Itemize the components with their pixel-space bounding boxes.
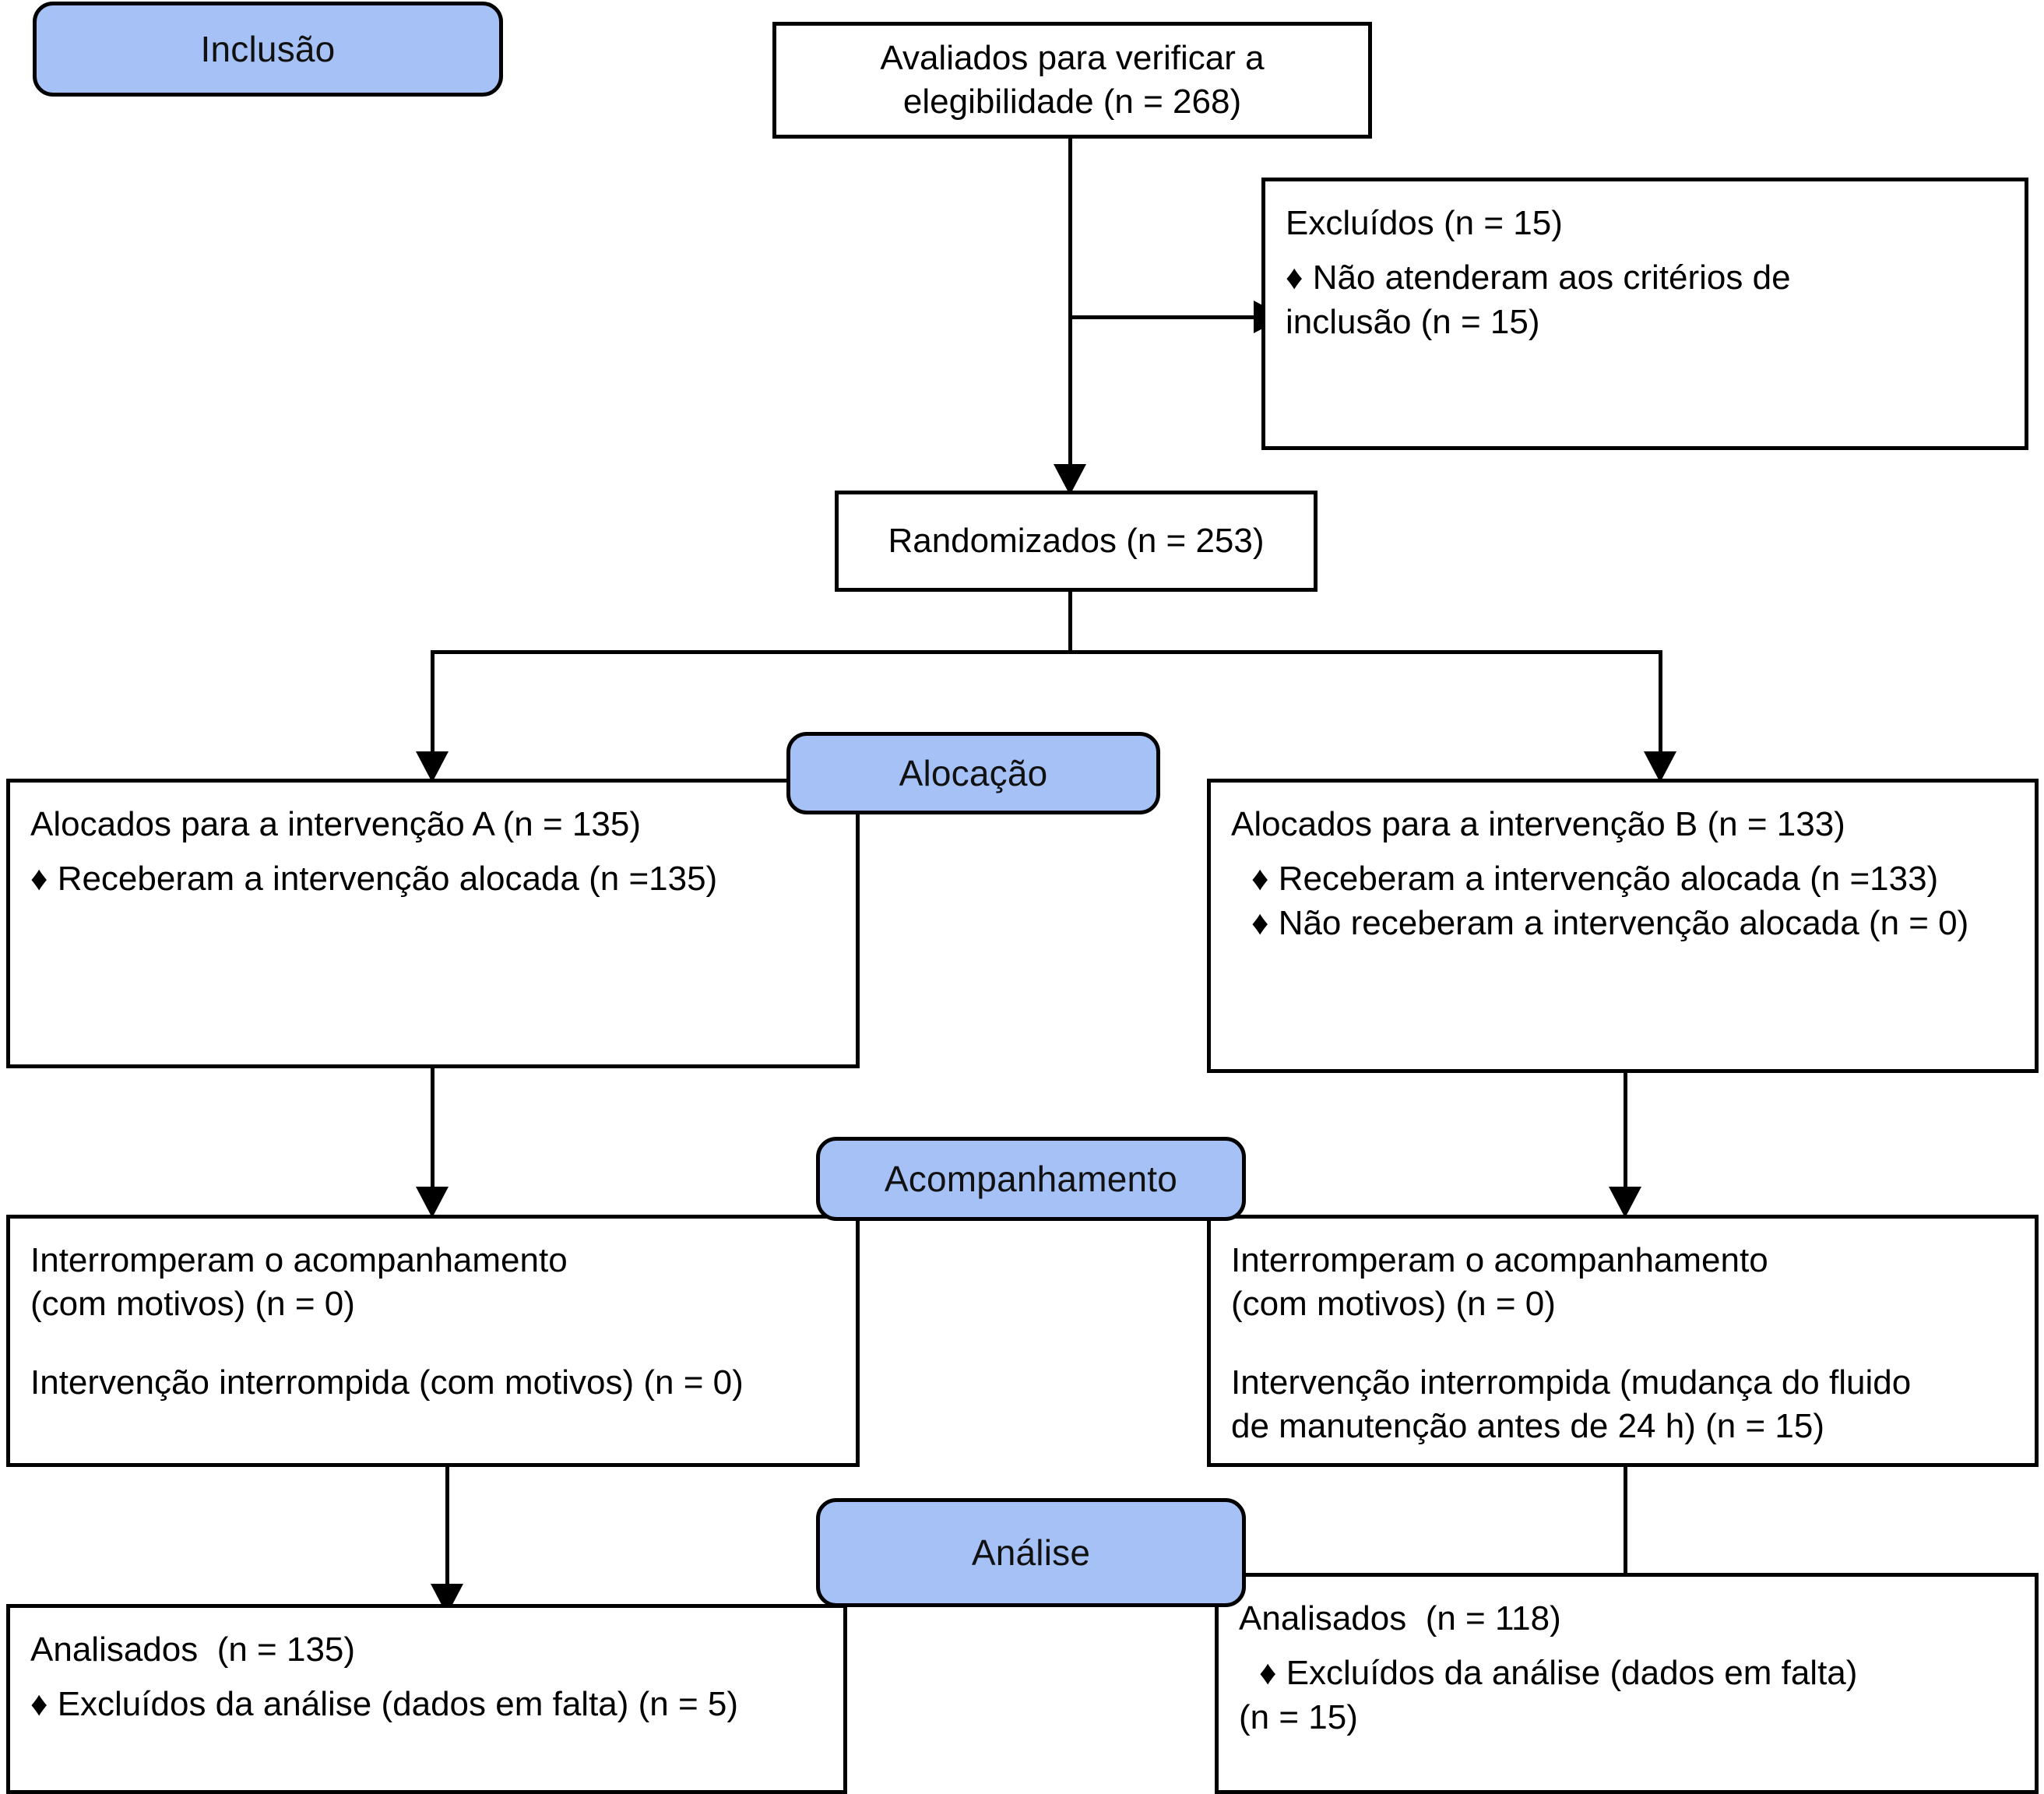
- alloc-right-heading: Alocados para a intervenção B (n = 133): [1231, 805, 1845, 843]
- analysis-right-heading: Analisados (n = 118): [1239, 1599, 1561, 1637]
- excluded-heading: Excluídos (n = 15): [1286, 204, 1563, 242]
- box-assessed-for-eligibility: Avaliados para verificar a elegibilidade…: [772, 22, 1372, 139]
- connector-followup-left-to-analysis: [445, 1467, 449, 1592]
- spacer: [1239, 1641, 2016, 1652]
- spacer: [1231, 846, 2016, 857]
- connector-alloc-right-to-followup: [1624, 1073, 1627, 1193]
- alloc-left-bullet-1: Receberam a intervenção alocada (n =135): [57, 860, 718, 899]
- alloc-left-heading: Alocados para a intervenção A (n = 135): [30, 805, 641, 843]
- connector-split-right-drop: [1659, 650, 1662, 758]
- diamond-bullet-icon: ♦: [30, 860, 58, 899]
- connector-randomized-down: [1068, 592, 1072, 653]
- alloc-right-bullet-row-2: ♦ Não receberam a intervenção alocada (n…: [1231, 902, 2016, 945]
- connector-alloc-left-to-followup: [431, 1068, 434, 1193]
- analysis-left-bullet-line-1: Excluídos da análise (dados em falta) (n…: [57, 1685, 739, 1724]
- randomized-line-1: Randomizados (n = 253): [888, 521, 1265, 560]
- connector-assessed-to-excluded: [1068, 315, 1263, 319]
- followup-left-para1-line1: Interromperam o acompanhamento: [30, 1241, 568, 1279]
- stage-badge-followup: Acompanhamento: [816, 1137, 1246, 1221]
- arrowhead-assessed-to-randomized: [1054, 464, 1086, 495]
- alloc-right-bullet-1: Receberam a intervenção alocada (n =133): [1278, 860, 1939, 899]
- diamond-bullet-icon: ♦: [1286, 259, 1313, 297]
- followup-right-para2-line2: de manutenção antes de 24 h) (n = 15): [1231, 1406, 1824, 1445]
- box-followup-left: Interromperam o acompanhamento (com moti…: [6, 1215, 860, 1467]
- arrowhead-to-followup-left: [416, 1187, 449, 1218]
- spacer: [30, 1672, 825, 1683]
- diamond-bullet-icon: ♦: [1259, 1654, 1286, 1693]
- followup-right-para1-line1: Interromperam o acompanhamento: [1231, 1241, 1768, 1279]
- alloc-left-bullet-row: ♦ Receberam a intervenção alocada (n =13…: [30, 857, 837, 901]
- analysis-right-bullet-line-2: (n = 15): [1239, 1697, 1358, 1736]
- followup-right-para1-line2: (com motivos) (n = 0): [1231, 1285, 1556, 1324]
- connector-assessed-trunk: [1068, 139, 1072, 470]
- connector-allocation-split-bar: [431, 650, 1662, 654]
- diamond-bullet-icon: ♦: [30, 1685, 58, 1724]
- connector-followup-right-to-analysis: [1624, 1467, 1627, 1592]
- spacer: [1286, 245, 2006, 256]
- followup-right-para2-line1: Intervenção interrompida (mudança do flu…: [1231, 1363, 1912, 1402]
- diamond-bullet-icon: ♦: [1251, 860, 1279, 899]
- analysis-left-heading: Analisados (n = 135): [30, 1630, 356, 1669]
- assessed-line-2: elegibilidade (n = 268): [902, 83, 1242, 121]
- excluded-bullet-line-1: Não atenderam aos critérios de: [1312, 259, 1791, 297]
- arrowhead-to-allocation-right: [1644, 751, 1676, 783]
- analysis-right-bullet-row: ♦ Excluídos da análise (dados em falta): [1239, 1652, 2016, 1695]
- box-allocation-left: Alocados para a intervenção A (n = 135) …: [6, 779, 860, 1068]
- excluded-bullet-row: ♦ Não atenderam aos critérios de: [1286, 256, 2006, 300]
- alloc-right-bullet-row-1: ♦ Receberam a intervenção alocada (n =13…: [1231, 857, 2016, 901]
- arrowhead-to-allocation-left: [416, 751, 449, 783]
- spacer: [1231, 1327, 2016, 1361]
- box-analysis-left: Analisados (n = 135) ♦ Excluídos da anál…: [6, 1604, 847, 1794]
- assessed-line-1: Avaliados para verificar a: [880, 38, 1265, 77]
- stage-badge-allocation-label: Alocação: [899, 753, 1048, 793]
- spacer: [30, 846, 837, 857]
- box-allocation-right: Alocados para a intervenção B (n = 133) …: [1207, 779, 2039, 1073]
- spacer: [30, 1327, 837, 1361]
- followup-left-para1-line2: (com motivos) (n = 0): [30, 1285, 355, 1324]
- alloc-right-bullet-2: Não receberam a intervenção alocada (n =…: [1278, 903, 1969, 942]
- box-excluded: Excluídos (n = 15) ♦ Não atenderam aos c…: [1261, 178, 2028, 450]
- stage-badge-inclusion-label: Inclusão: [200, 29, 336, 69]
- arrowhead-to-followup-right: [1609, 1187, 1641, 1218]
- stage-badge-analysis: Análise: [816, 1498, 1246, 1607]
- stage-badge-allocation: Alocação: [786, 732, 1160, 814]
- diamond-bullet-icon: ♦: [1251, 903, 1279, 942]
- followup-left-para2-line1: Intervenção interrompida (com motivos) (…: [30, 1363, 744, 1402]
- analysis-left-bullet-row: ♦ Excluídos da análise (dados em falta) …: [30, 1683, 825, 1726]
- box-followup-right: Interromperam o acompanhamento (com moti…: [1207, 1215, 2039, 1467]
- stage-badge-analysis-label: Análise: [971, 1532, 1091, 1573]
- box-randomized: Randomizados (n = 253): [835, 491, 1318, 592]
- connector-split-left-drop: [431, 650, 434, 758]
- analysis-right-bullet-line-1: Excluídos da análise (dados em falta): [1286, 1654, 1858, 1693]
- box-analysis-right: Analisados (n = 118) ♦ Excluídos da anál…: [1215, 1573, 2039, 1794]
- stage-badge-followup-label: Acompanhamento: [884, 1159, 1178, 1199]
- stage-badge-inclusion: Inclusão: [33, 2, 503, 97]
- excluded-bullet-line-2: inclusão (n = 15): [1286, 302, 1540, 341]
